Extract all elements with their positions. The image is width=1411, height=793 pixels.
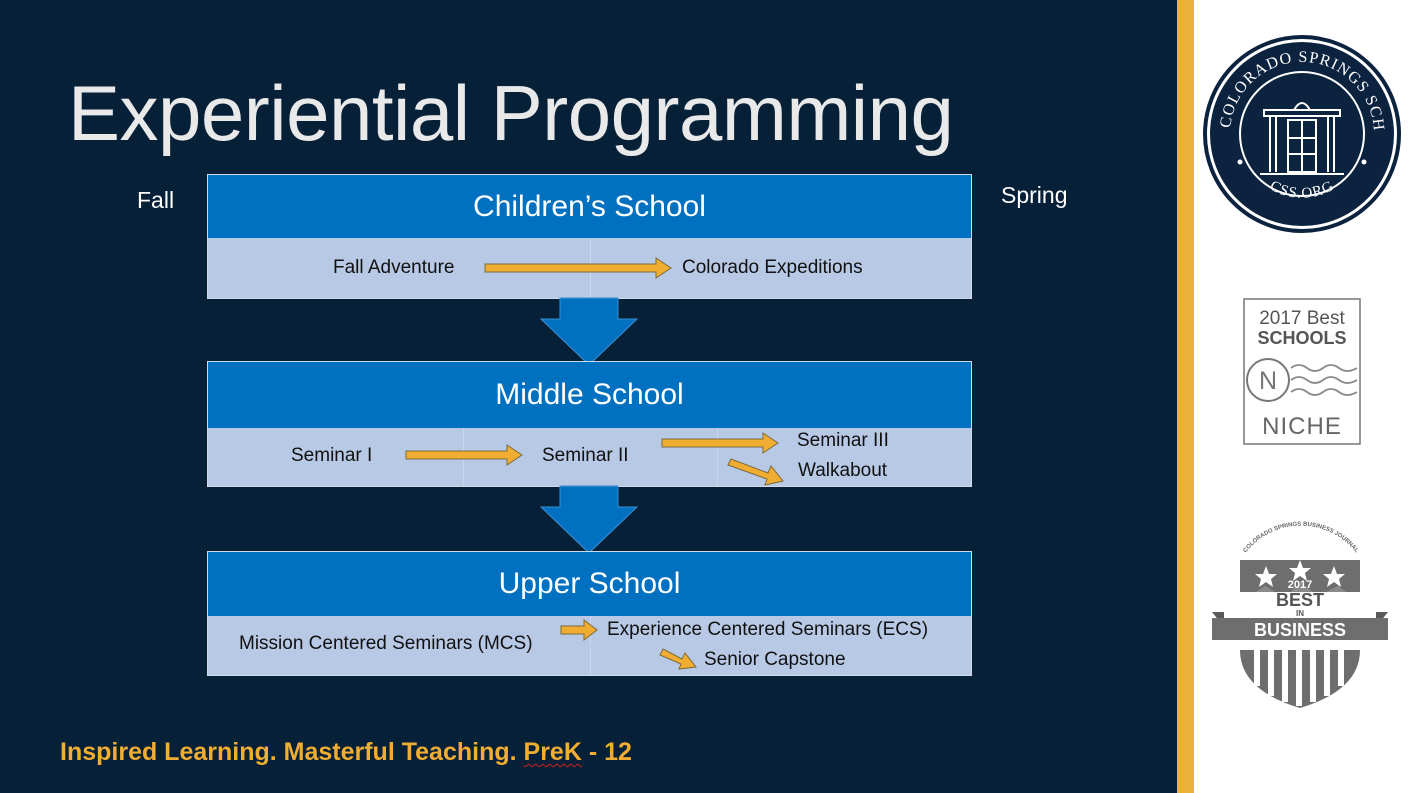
middle-school-header: Middle School <box>208 362 971 428</box>
row-cell <box>208 616 591 675</box>
childrens-school-row: Fall Adventure Colorado Expeditions <box>208 238 971 298</box>
svg-text:N: N <box>1259 367 1277 395</box>
sidebar: THE COLORADO SPRINGS SCHOOL CSS.ORG 2017… <box>1194 0 1411 793</box>
svg-text:BEST: BEST <box>1276 590 1324 610</box>
best-in-business-badge: COLORADO SPRINGS BUSINESS JOURNAL 2017 B… <box>1212 522 1388 708</box>
svg-text:IN: IN <box>1296 609 1304 618</box>
item-colorado-expeditions: Colorado Expeditions <box>682 257 863 278</box>
item-walkabout: Walkabout <box>798 460 888 481</box>
arrow-right-icon <box>560 618 598 642</box>
middle-school-row: Seminar I Seminar II Seminar III Walkabo… <box>208 428 971 486</box>
gold-accent-bar <box>1177 0 1194 793</box>
arrow-diagonal-icon <box>659 648 697 670</box>
childrens-school-header: Children’s School <box>208 175 971 238</box>
svg-text:BUSINESS: BUSINESS <box>1254 620 1346 640</box>
childrens-school-box: Children’s School Fall Adventure Colorad… <box>207 174 972 299</box>
svg-text:2017: 2017 <box>1288 579 1312 591</box>
svg-text:COLORADO SPRINGS BUSINESS JOUR: COLORADO SPRINGS BUSINESS JOURNAL <box>1243 522 1360 555</box>
item-senior-capstone: Senior Capstone <box>704 649 846 670</box>
item-seminar-1: Seminar I <box>291 445 373 466</box>
school-seal-logo: THE COLORADO SPRINGS SCHOOL CSS.ORG <box>1196 21 1401 233</box>
svg-text:NICHE: NICHE <box>1262 413 1342 440</box>
fall-label: Fall <box>137 187 175 213</box>
tagline-grades: - 12 <box>581 738 632 766</box>
niche-badge: 2017 Best SCHOOLS N NICHE <box>1243 298 1361 445</box>
item-fall-adventure: Fall Adventure <box>333 257 455 278</box>
spring-label: Spring <box>1001 182 1068 208</box>
slide-canvas: Experiential Programming Fall Spring Chi… <box>0 0 1177 793</box>
down-arrow-icon <box>539 297 639 366</box>
upper-school-row: Mission Centered Seminars (MCS) Experien… <box>208 616 971 675</box>
arrow-right-icon <box>484 257 672 279</box>
middle-school-box: Middle School Seminar I Seminar II Semin… <box>207 361 972 487</box>
arrow-right-icon <box>661 432 779 454</box>
tagline-text: Inspired Learning. Masterful Teaching. <box>60 738 524 766</box>
item-ecs: Experience Centered Seminars (ECS) <box>607 619 929 640</box>
arrow-diagonal-icon <box>727 458 784 486</box>
row-cell <box>463 428 718 486</box>
item-seminar-2: Seminar II <box>542 445 629 466</box>
tagline: Inspired Learning. Masterful Teaching. P… <box>60 738 632 767</box>
upper-school-header: Upper School <box>208 552 971 616</box>
svg-text:SCHOOLS: SCHOOLS <box>1257 328 1346 348</box>
tagline-prek: PreK <box>523 738 582 766</box>
down-arrow-icon <box>539 485 639 554</box>
slide-title: Experiential Programming <box>68 69 954 157</box>
svg-text:2017 Best: 2017 Best <box>1259 308 1345 329</box>
item-mcs: Mission Centered Seminars (MCS) <box>239 633 533 654</box>
svg-text:CSS.ORG: CSS.ORG <box>1267 178 1337 202</box>
upper-school-box: Upper School Mission Centered Seminars (… <box>207 551 972 676</box>
arrow-right-icon <box>405 444 523 466</box>
item-seminar-3: Seminar III <box>797 430 889 451</box>
